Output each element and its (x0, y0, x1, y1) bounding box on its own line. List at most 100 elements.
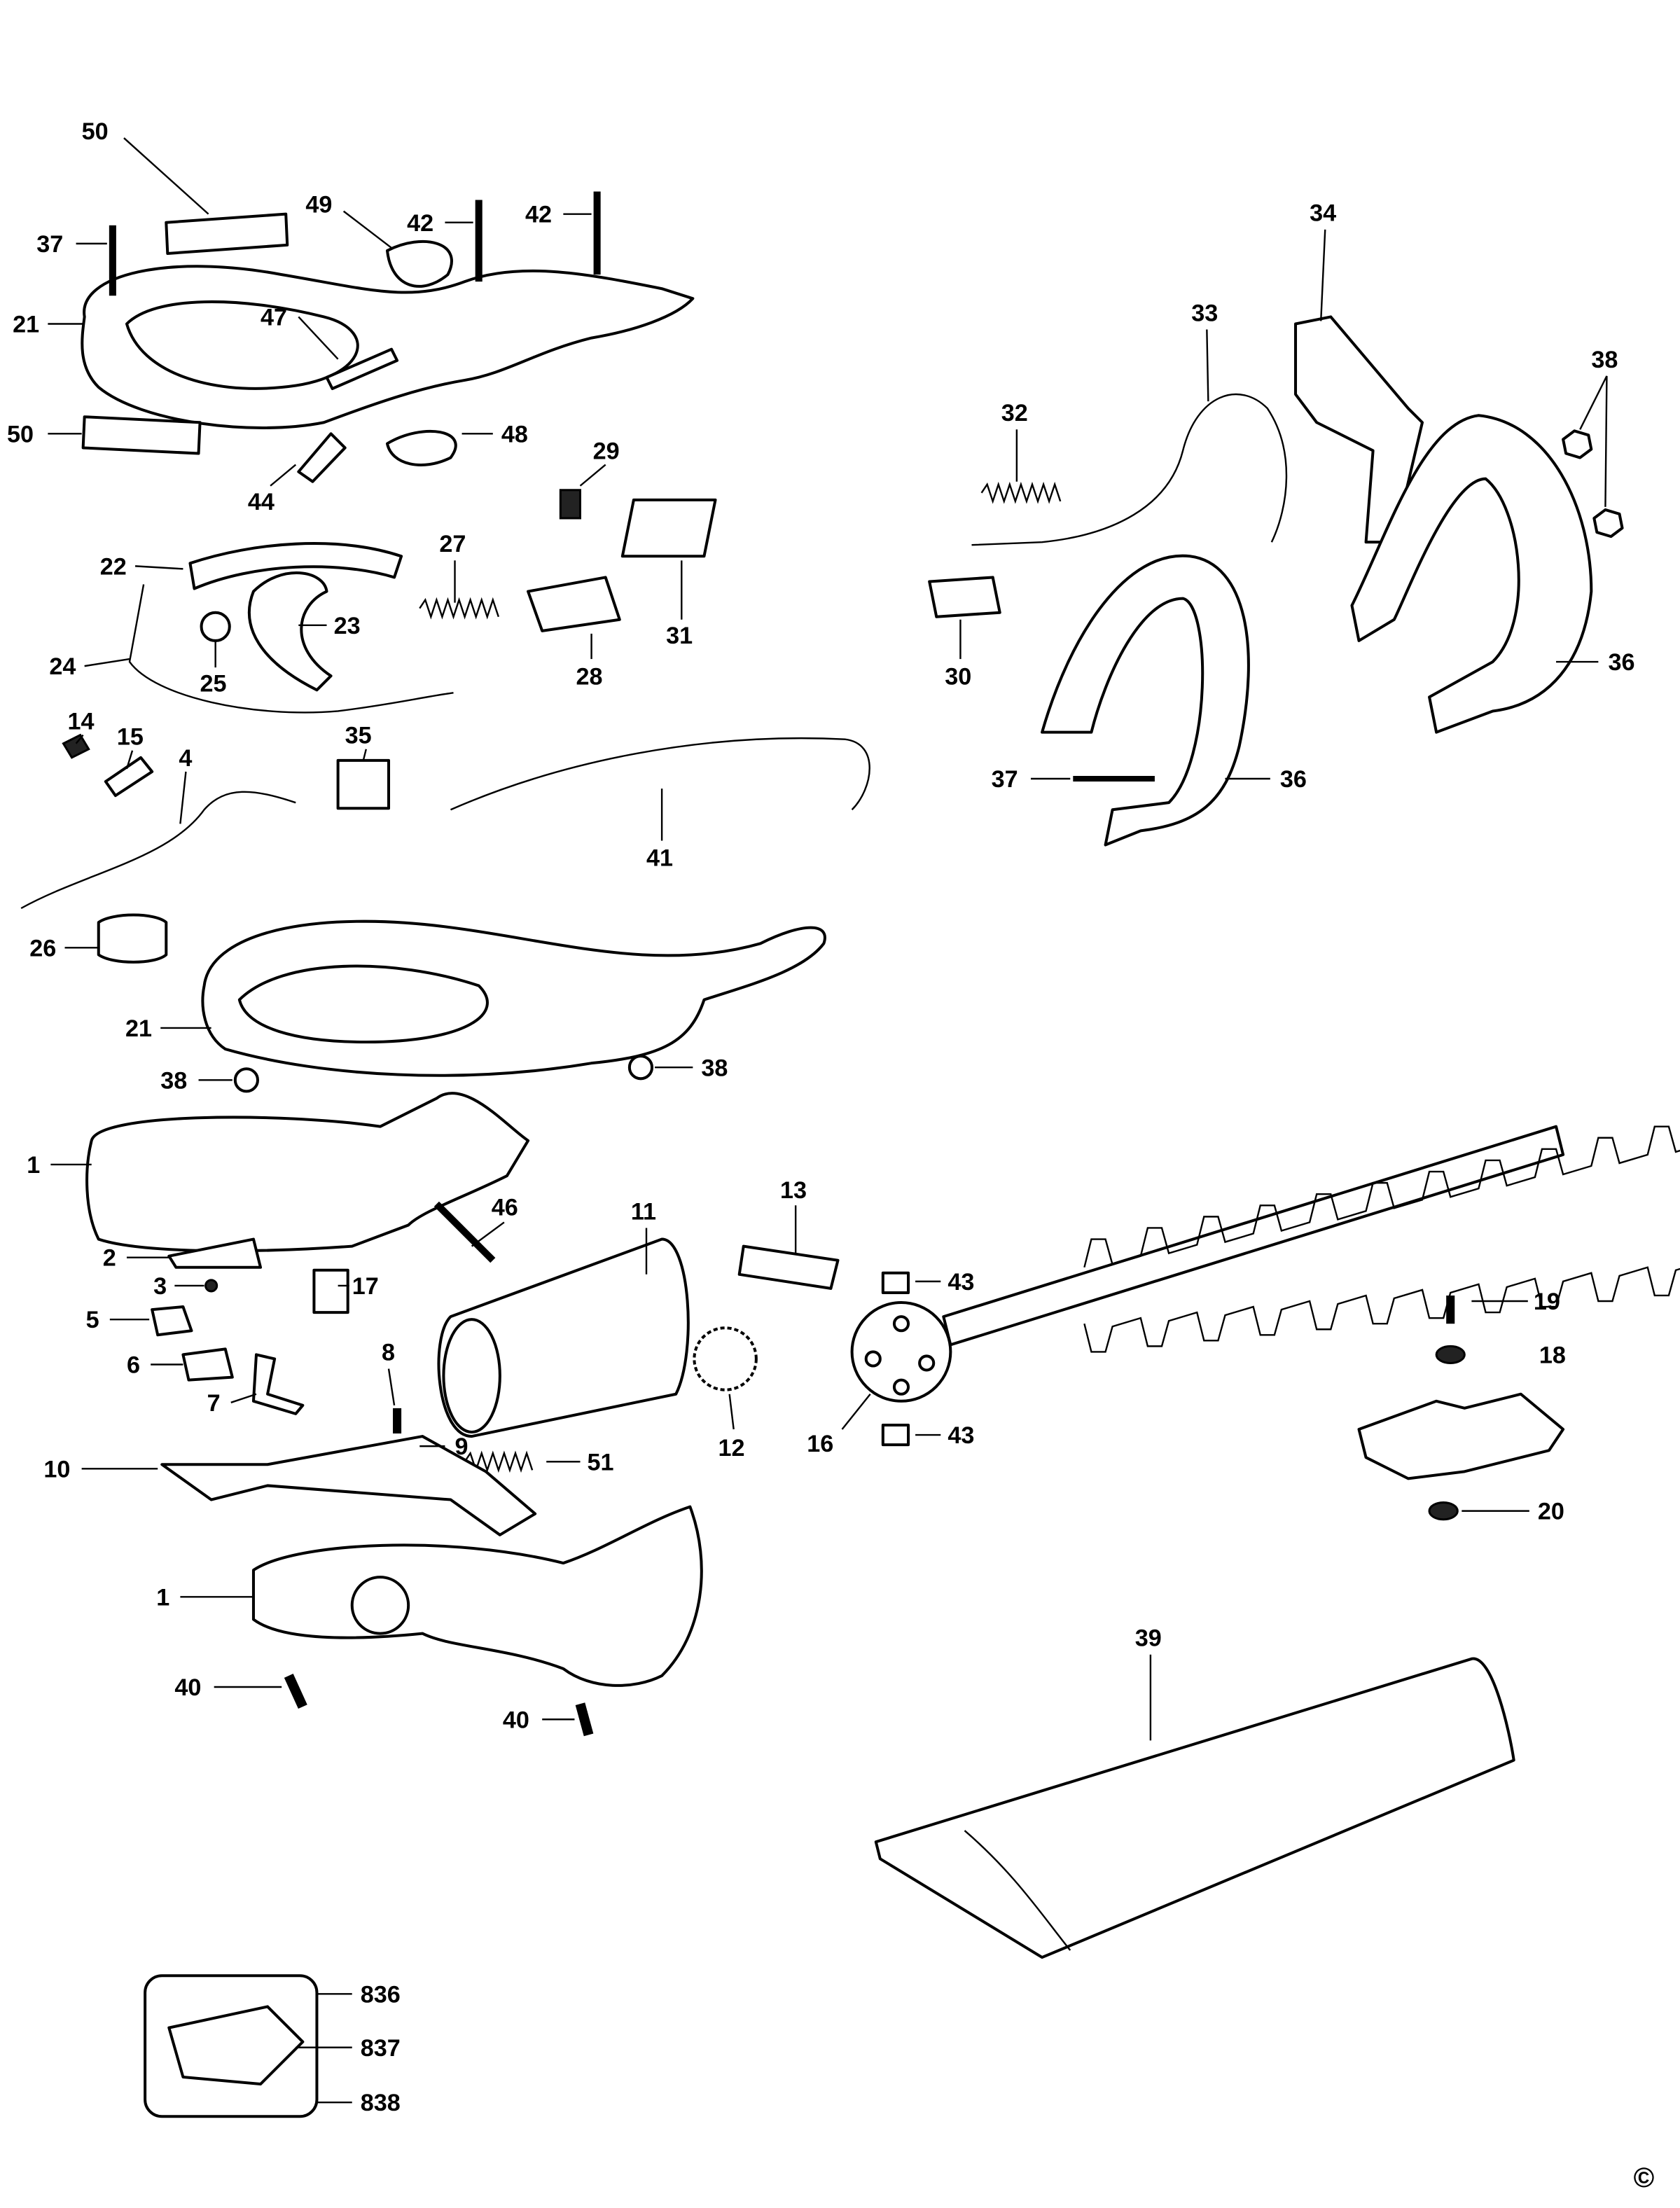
leader-line (342, 210, 392, 249)
part-labels-50 (81, 212, 289, 455)
part-label: 30 (945, 663, 971, 690)
part-label: 8 (382, 1339, 395, 1366)
part-32-spring (980, 481, 1062, 504)
part-24-cable (128, 584, 454, 714)
part-label: 42 (525, 202, 552, 228)
part-35 (336, 758, 391, 810)
part-label: 19 (1534, 1289, 1560, 1315)
part-label: 50 (7, 421, 34, 447)
part-housing-1-top (85, 1092, 530, 1253)
part-motor-11 (437, 1237, 690, 1438)
part-label: 38 (160, 1067, 187, 1094)
part-25 (200, 611, 231, 642)
part-label: 22 (100, 553, 127, 580)
part-22 (188, 542, 403, 590)
leader-line (123, 137, 209, 215)
part-housing-1-bottom (251, 1505, 703, 1687)
part-label: 33 (1191, 300, 1218, 326)
part-47 (325, 347, 399, 391)
part-label: 20 (1538, 1499, 1564, 1525)
part-label: 1 (156, 1584, 169, 1611)
part-label: 14 (68, 709, 95, 735)
part-29 (559, 489, 581, 520)
part-label: 35 (345, 723, 372, 749)
part-label: 26 (29, 935, 56, 961)
part-44 (297, 432, 347, 483)
part-30 (928, 576, 1001, 618)
part-washer-20 (1428, 1501, 1459, 1521)
part-label: 39 (1135, 1625, 1162, 1652)
leader-line (1579, 375, 1608, 430)
part-label: 3 (153, 1273, 167, 1300)
leader-line (1604, 375, 1608, 507)
part-gear-16-holes (864, 1315, 936, 1396)
part-blade-cover-39 (874, 1657, 1515, 1959)
leader-line (841, 1393, 871, 1430)
part-3 (204, 1279, 218, 1293)
part-label: 29 (593, 438, 620, 465)
part-label: 43 (947, 1422, 974, 1449)
part-17 (312, 1268, 349, 1314)
part-28 (527, 576, 621, 632)
part-label: 42 (407, 210, 433, 237)
leader-lines (48, 137, 1608, 2104)
part-front-handle-bottom (201, 919, 826, 1077)
part-nuts-38c (1562, 429, 1624, 539)
part-gear-16 (850, 1301, 952, 1403)
part-label: 15 (117, 724, 144, 751)
part-label: 1 (27, 1152, 40, 1179)
leader-line (579, 464, 606, 487)
part-label: 40 (174, 1674, 201, 1701)
part-5 (151, 1305, 193, 1337)
part-label: 36 (1280, 766, 1307, 793)
part-blade-detail (1357, 1392, 1565, 1480)
leader-line (362, 749, 368, 761)
part-33-cable (971, 393, 1288, 546)
leader-line (134, 565, 183, 570)
part-label: 18 (1539, 1342, 1566, 1368)
leader-line (270, 464, 297, 487)
part-label: 34 (1310, 200, 1336, 227)
part-36-right (1350, 414, 1593, 734)
part-48 (385, 429, 457, 466)
part-label: 4 (179, 745, 192, 772)
part-cover-fold (964, 1830, 1071, 1951)
leader-line (230, 1393, 257, 1403)
part-7 (251, 1353, 305, 1415)
part-label: 47 (261, 305, 287, 331)
part-label: 11 (631, 1198, 656, 1225)
part-label: 6 (127, 1352, 140, 1379)
part-2 (167, 1237, 263, 1269)
part-spacers-43 (881, 1271, 910, 1447)
leader-line (179, 771, 187, 824)
part-41-wire (450, 737, 870, 811)
part-label: 21 (125, 1015, 152, 1042)
part-label: 13 (780, 1177, 807, 1204)
part-label: 838 (361, 2090, 401, 2116)
part-housing-boss (350, 1576, 410, 1635)
part-label: 32 (1001, 400, 1028, 426)
leader-line (387, 1368, 396, 1406)
part-36-left (1041, 554, 1250, 847)
part-46 (433, 1201, 496, 1263)
part-washer-18 (1435, 1345, 1466, 1365)
leader-line (125, 750, 134, 770)
leader-line (471, 1221, 505, 1247)
part-49 (385, 239, 453, 288)
part-label: 9 (455, 1433, 468, 1460)
leader-line (1320, 229, 1326, 321)
part-label: 40 (503, 1707, 529, 1733)
part-label: 41 (646, 845, 673, 872)
part-label: 46 (492, 1194, 518, 1221)
part-14 (62, 733, 90, 759)
part-label: 37 (36, 231, 63, 258)
part-label: 48 (501, 421, 528, 447)
part-screws-37-42 (109, 191, 601, 296)
part-label: 24 (49, 653, 76, 680)
part-label: 10 (43, 1456, 70, 1483)
part-27-spring (419, 597, 500, 620)
part-31 (620, 498, 717, 558)
copyright-mark: © (1634, 2162, 1655, 2193)
part-13 (737, 1244, 840, 1290)
